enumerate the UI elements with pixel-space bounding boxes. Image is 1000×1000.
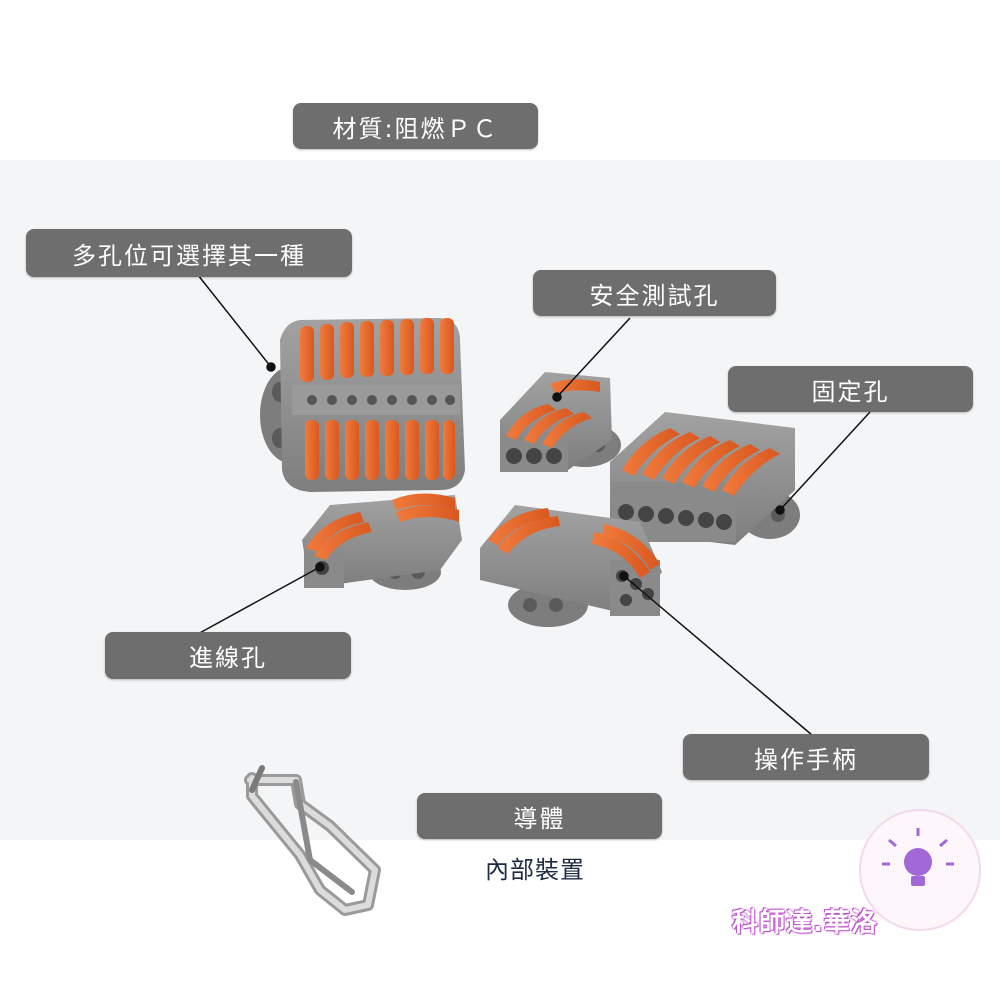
connector-four-way [480,505,662,627]
connector-two-way [302,493,462,590]
connector-three-way [500,372,621,472]
connector-large-multi [260,318,465,492]
label-conductor: 導體 [417,793,662,839]
conductor-metal-part [244,765,381,916]
watermark-text: 科師達.華洛 [732,908,878,938]
caption-internal-device: 內部裝置 [485,856,585,884]
lightbulb-icon [859,809,981,931]
label-safety-test-hole: 安全測試孔 [533,270,776,316]
label-fixing-hole: 固定孔 [728,366,973,412]
leader-lines [189,264,871,736]
connector-six-way [610,412,800,545]
label-multi-hole: 多孔位可選擇其一種 [26,229,352,277]
label-material: 材質:阻燃ＰＣ [293,103,538,149]
label-operating-handle: 操作手柄 [683,734,929,780]
label-inlet-hole: 進線孔 [105,632,351,679]
